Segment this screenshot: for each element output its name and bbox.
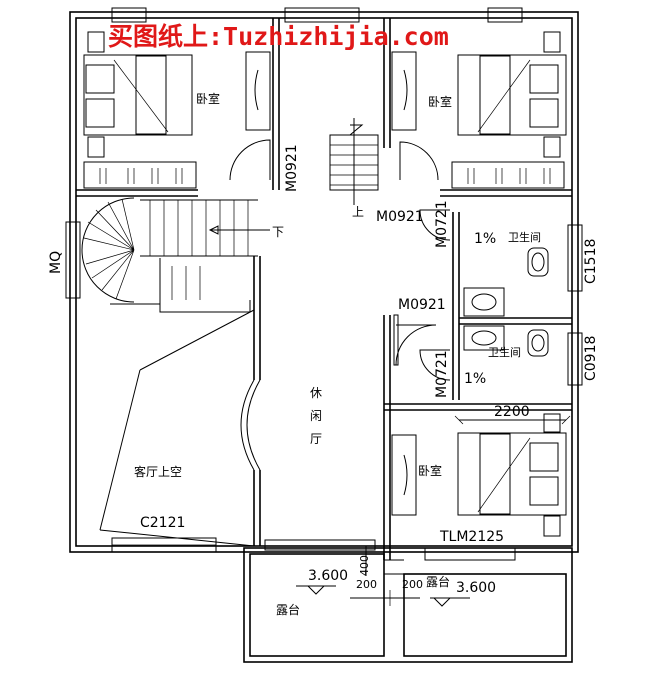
room-living-void: 客厅上空 xyxy=(134,464,182,479)
label-elev-left: 3.600 xyxy=(308,568,348,584)
room-balcony-left: 露台 xyxy=(276,602,300,617)
room-lounge-char-1: 休 xyxy=(310,386,322,400)
label-dim-2200: 2200 xyxy=(494,404,530,420)
label-slope-b: 1% xyxy=(464,371,486,387)
label-dim-200-a: 200 xyxy=(356,578,377,591)
interior-walls xyxy=(76,18,572,560)
label-stair-up: 上 xyxy=(352,205,364,219)
label-door-m0921-c: M0921 xyxy=(398,297,446,313)
label-slope-a: 1% xyxy=(474,231,496,247)
tv-cabinet-se xyxy=(391,434,417,516)
bath-upper-fixtures xyxy=(463,247,549,317)
wardrobe-nw xyxy=(83,161,197,189)
label-mq: MQ xyxy=(48,251,64,274)
straight-stair xyxy=(329,118,379,205)
balcony xyxy=(243,539,573,663)
label-elev-right: 3.600 xyxy=(456,580,496,596)
label-window-c0918: C0918 xyxy=(583,336,599,381)
bed-ne xyxy=(457,31,567,158)
room-lounge-char-2: 闲 xyxy=(310,409,322,423)
label-door-m0721-a: M0721 xyxy=(434,200,450,248)
bed-se xyxy=(457,413,567,537)
label-dim-400: 400 xyxy=(358,555,371,576)
label-door-m0721-b: M0721 xyxy=(434,350,450,398)
tv-cabinet-ne xyxy=(391,51,417,131)
tv-cabinet-nw xyxy=(245,51,271,131)
room-bath-lower: 卫生间 xyxy=(488,345,521,359)
label-window-c1518: C1518 xyxy=(583,239,599,284)
room-bedroom-ne: 卧室 xyxy=(428,94,452,109)
room-bedroom-se: 卧室 xyxy=(418,463,442,478)
label-door-m0921-a: M0921 xyxy=(284,144,300,192)
watermark-text: 买图纸上:Tuzhizhijia.com xyxy=(108,22,449,51)
void-marking xyxy=(99,309,255,547)
label-stair-down: 下 xyxy=(272,225,284,239)
label-door-tlm2125: TLM2125 xyxy=(439,529,504,545)
bed-nw xyxy=(83,31,193,158)
label-dim-200-b: 200 xyxy=(402,578,423,591)
room-balcony-right: 露台 xyxy=(426,574,450,589)
label-door-m0921-b: M0921 xyxy=(376,209,424,225)
label-window-c2121: C2121 xyxy=(140,515,185,531)
spiral-stair xyxy=(81,197,270,313)
room-bedroom-nw: 卧室 xyxy=(196,91,220,106)
room-bath-upper: 卫生间 xyxy=(508,230,541,244)
room-lounge-char-3: 厅 xyxy=(310,432,322,446)
wardrobe-ne xyxy=(451,161,565,189)
dimensions xyxy=(296,415,571,607)
bath-lower-fixtures xyxy=(463,325,549,357)
door-swings xyxy=(229,139,451,381)
